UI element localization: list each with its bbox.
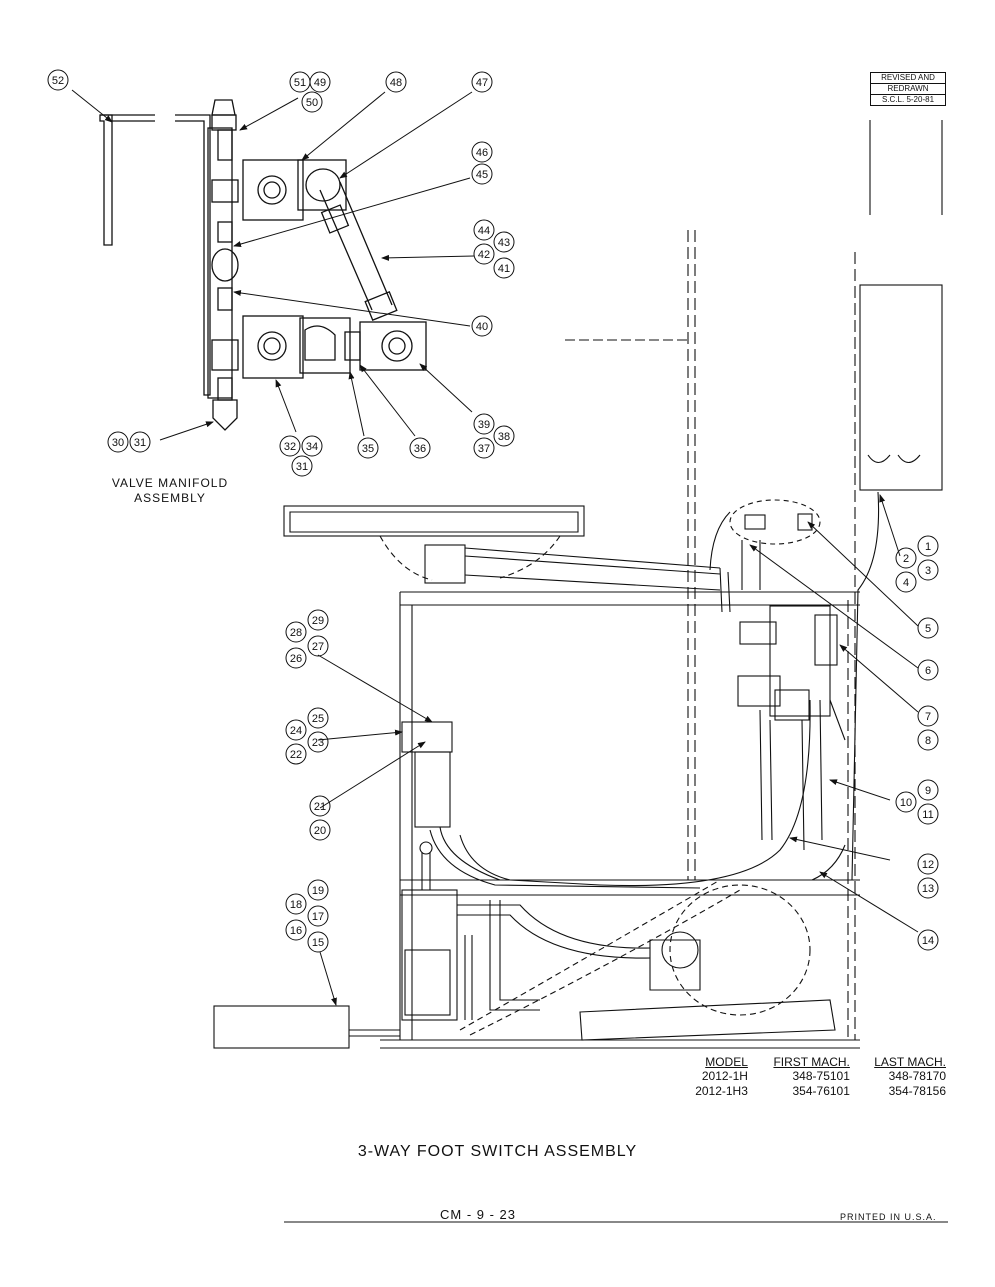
callout-24: 24: [290, 725, 302, 737]
revision-line3: S.C.L. 5-20-81: [881, 95, 935, 104]
callout-49: 49: [314, 77, 326, 89]
callout-1: 1: [925, 541, 931, 553]
callout-21: 21: [314, 801, 326, 813]
last-mach-cell: 348-78170: [888, 1069, 946, 1083]
callout-51: 51: [294, 77, 306, 89]
manifold-caption-line1: VALVE MANIFOLD: [111, 476, 229, 490]
model-cell: 2012-1H: [701, 1069, 748, 1083]
valve-manifold-drawing: [99, 99, 427, 431]
first-mach-cell: 348-75101: [792, 1069, 850, 1083]
callout-22: 22: [290, 749, 302, 761]
callout-3: 3: [925, 565, 931, 577]
manifold-caption: VALVE MANIFOLD ASSEMBLY: [95, 476, 245, 506]
callout-31b: 31: [296, 461, 308, 473]
callout-37: 37: [478, 443, 490, 455]
callout-30: 30: [112, 437, 124, 449]
callout-25: 25: [312, 713, 324, 725]
callout-9: 9: [925, 785, 931, 797]
callout-10: 10: [900, 797, 912, 809]
callout-35: 35: [362, 443, 374, 455]
callout-28: 28: [290, 627, 302, 639]
page-number: CM - 9 - 23: [440, 1207, 517, 1222]
callout-40: 40: [476, 321, 488, 333]
last-mach-cell: 354-78156: [888, 1084, 946, 1098]
model-header: MODEL: [705, 1055, 748, 1069]
model-cell: 2012-1H3: [695, 1084, 748, 1098]
callout-52: 52: [52, 75, 64, 87]
callout-32: 32: [284, 441, 296, 453]
callout-47: 47: [476, 77, 488, 89]
callout-16: 16: [290, 925, 302, 937]
callout-5: 5: [925, 623, 931, 635]
revision-line1: REVISED AND: [871, 73, 945, 84]
callout-18: 18: [290, 899, 302, 911]
callout-14: 14: [922, 935, 934, 947]
callout-15: 15: [312, 937, 324, 949]
callout-6: 6: [925, 665, 931, 677]
callout-43: 43: [498, 237, 510, 249]
table-row: 2012-1H 348-75101 348-78170: [680, 1069, 950, 1084]
revision-line2: REDRAWN: [871, 84, 945, 95]
callout-17: 17: [312, 911, 324, 923]
callout-31: 31: [134, 437, 146, 449]
callout-44: 44: [478, 225, 490, 237]
table-row: 2012-1H3 354-76101 354-78156: [680, 1084, 950, 1099]
callout-23: 23: [312, 737, 324, 749]
first-mach-header: FIRST MACH.: [773, 1055, 850, 1069]
callout-39: 39: [478, 419, 490, 431]
callout-20: 20: [314, 825, 326, 837]
callout-29: 29: [312, 615, 324, 627]
machine-drawing: [213, 120, 943, 1049]
last-mach-header: LAST MACH.: [874, 1055, 946, 1069]
callout-26: 26: [290, 653, 302, 665]
callout-48: 48: [390, 77, 402, 89]
machine-leader-arrows: [317, 494, 919, 1006]
callout-46: 46: [476, 147, 488, 159]
callout-bubbles: 52 51 49 50 48 47 46 45 44 43 42 41 40 3…: [47, 69, 939, 953]
callout-11: 11: [922, 809, 933, 821]
callout-41: 41: [498, 263, 510, 275]
revision-box: REVISED AND REDRAWN S.C.L. 5-20-81: [870, 72, 946, 106]
printed-in-label: PRINTED IN U.S.A.: [840, 1212, 937, 1222]
callout-13: 13: [922, 883, 934, 895]
page-title: 3-WAY FOOT SWITCH ASSEMBLY: [357, 1143, 638, 1160]
callout-34: 34: [306, 441, 318, 453]
callout-2: 2: [903, 553, 909, 565]
callout-8: 8: [925, 735, 931, 747]
first-mach-cell: 354-76101: [792, 1084, 850, 1098]
manifold-caption-line2: ASSEMBLY: [134, 491, 206, 505]
callout-19: 19: [312, 885, 324, 897]
callout-50: 50: [306, 97, 318, 109]
callout-42: 42: [478, 249, 490, 261]
model-table: MODEL FIRST MACH. LAST MACH. 2012-1H 348…: [680, 1055, 950, 1099]
callout-4: 4: [903, 577, 909, 589]
callout-27: 27: [312, 641, 324, 653]
leader-arrows: [71, 89, 475, 441]
callout-36: 36: [414, 443, 426, 455]
callout-12: 12: [922, 859, 934, 871]
callout-45: 45: [476, 169, 488, 181]
callout-7: 7: [925, 711, 931, 723]
callout-38: 38: [498, 431, 510, 443]
